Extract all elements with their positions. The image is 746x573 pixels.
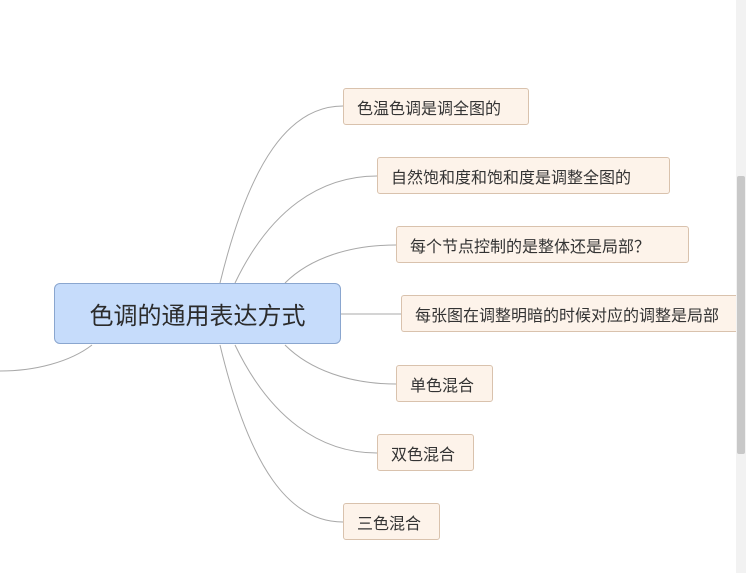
subtopic-node-control[interactable]: 每个节点控制的是整体还是局部？ xyxy=(396,226,689,263)
subtopic-single-color-mix[interactable]: 单色混合 xyxy=(396,365,493,402)
connector-6 xyxy=(234,344,378,454)
vertical-scrollbar-thumb[interactable] xyxy=(737,176,745,454)
connector-5 xyxy=(284,344,397,385)
central-topic[interactable]: 色调的通用表达方式 xyxy=(54,283,341,344)
subtopic-saturation[interactable]: 自然饱和度和饱和度是调整全图的 xyxy=(377,157,670,194)
connector-7 xyxy=(219,344,344,523)
connector-3 xyxy=(284,244,397,284)
subtopic-two-color-mix[interactable]: 双色混合 xyxy=(377,434,474,471)
subtopic-brightness-adjustment[interactable]: 每张图在调整明暗的时候对应的调整是局部 xyxy=(401,295,746,332)
subtopic-three-color-mix[interactable]: 三色混合 xyxy=(343,503,440,540)
connector-2 xyxy=(234,175,378,284)
subtopic-color-temperature[interactable]: 色温色调是调全图的 xyxy=(343,88,529,125)
connector-1 xyxy=(219,105,344,284)
connector-parent xyxy=(0,344,93,372)
